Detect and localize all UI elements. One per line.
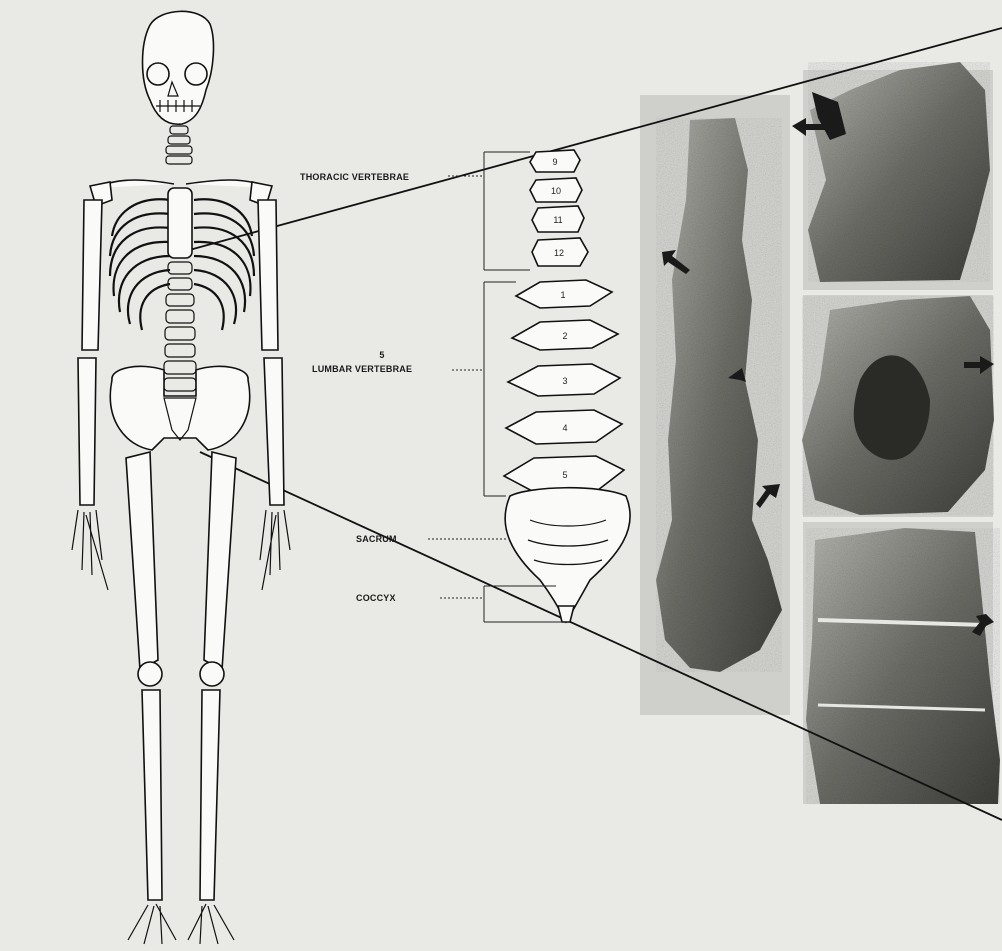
coccyx-shape bbox=[558, 606, 574, 622]
clavicles bbox=[96, 180, 270, 188]
right-tibia bbox=[200, 690, 220, 900]
lumbar-bracket bbox=[484, 282, 516, 496]
left-hand bbox=[72, 510, 108, 590]
vertebra-number: 1 bbox=[560, 290, 565, 300]
vertebra-number: 9 bbox=[552, 157, 557, 167]
right-femur bbox=[204, 452, 236, 670]
label-lumbar-count: 5 bbox=[379, 350, 384, 360]
eye-socket bbox=[185, 63, 207, 85]
left-femur bbox=[126, 452, 158, 670]
vertebra-number: 4 bbox=[562, 423, 567, 433]
vertebra-number: 5 bbox=[562, 470, 567, 480]
right-humerus bbox=[258, 200, 278, 350]
label-coccyx: COCCYX bbox=[356, 593, 396, 603]
left-kneecap bbox=[138, 662, 162, 686]
right-kneecap bbox=[200, 662, 224, 686]
sacrum-shape bbox=[505, 488, 630, 622]
label-thoracic: THORACIC VERTEBRAE bbox=[300, 172, 409, 182]
sternum bbox=[168, 188, 192, 258]
vertebra-number: 12 bbox=[554, 248, 564, 258]
spine-diagram bbox=[504, 150, 630, 622]
lumbar-vertebrae bbox=[504, 280, 624, 492]
cervical-spine bbox=[166, 126, 192, 164]
left-humerus bbox=[82, 200, 102, 350]
rib-cage bbox=[110, 188, 254, 330]
pelvis bbox=[110, 366, 249, 450]
eye-socket bbox=[147, 63, 169, 85]
right-hand bbox=[260, 510, 290, 590]
right-foot bbox=[188, 904, 234, 944]
label-sacrum: SACRUM bbox=[356, 534, 397, 544]
lower-spine bbox=[164, 262, 196, 391]
photo-panel-bottom bbox=[803, 522, 1000, 804]
left-foot bbox=[128, 904, 176, 944]
photo-panel-top bbox=[792, 62, 993, 290]
photo-panel-spine bbox=[640, 95, 790, 715]
left-forearm bbox=[78, 358, 96, 505]
thoracic-bracket bbox=[484, 152, 530, 270]
label-lumbar: LUMBAR VERTEBRAE bbox=[312, 364, 412, 374]
vertebra-number: 10 bbox=[551, 186, 561, 196]
left-tibia bbox=[142, 690, 162, 900]
vertebra-number: 11 bbox=[553, 215, 562, 225]
photo-panel-middle bbox=[802, 295, 994, 517]
vertebra-number: 3 bbox=[562, 376, 567, 386]
vertebra-specimen-bottom bbox=[806, 528, 1000, 804]
vertebra-number: 2 bbox=[562, 331, 567, 341]
